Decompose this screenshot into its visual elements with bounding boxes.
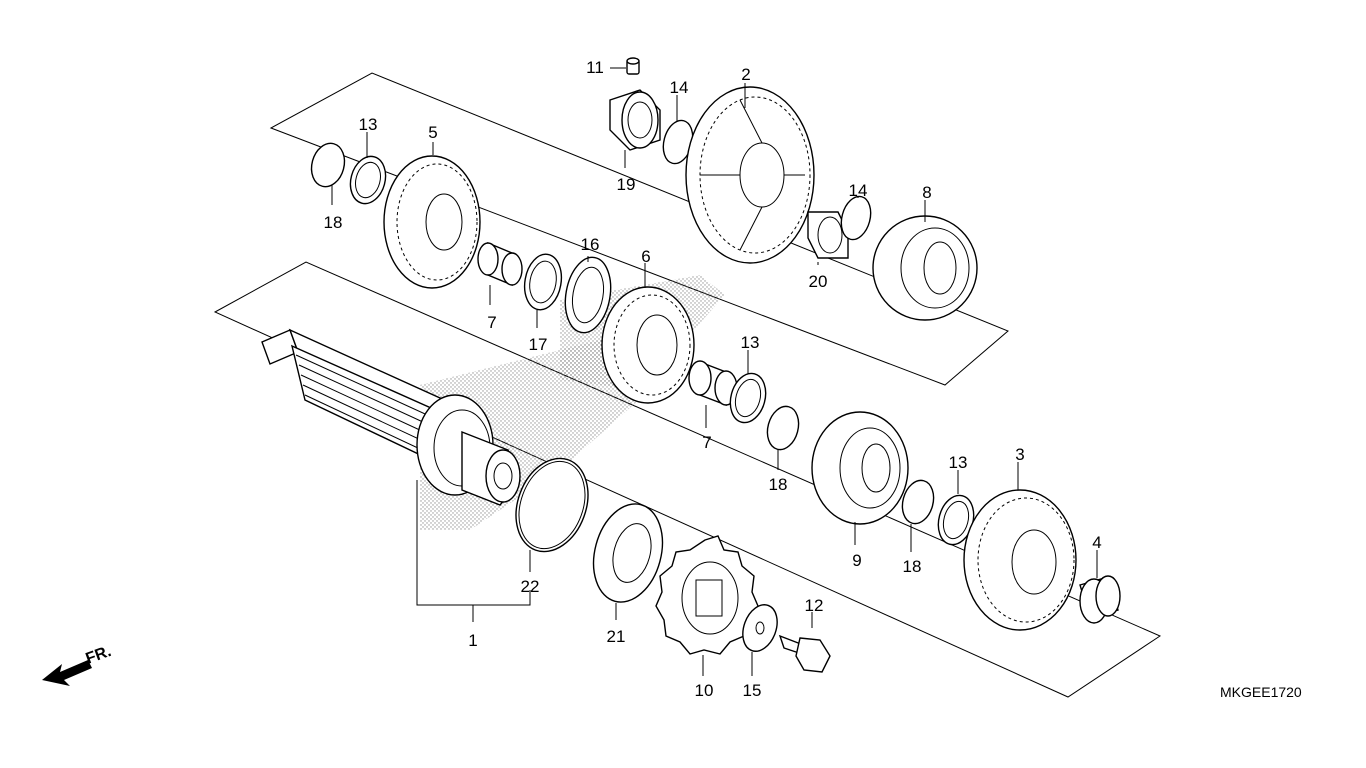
callout-11: 11 — [586, 58, 604, 77]
drive-sprocket — [655, 535, 759, 655]
callout-9: 9 — [852, 551, 861, 570]
lower-assembly-frame — [213, 261, 1162, 698]
o-ring — [515, 457, 589, 553]
callout-7-lower: 7 — [702, 433, 711, 452]
callout-20: 20 — [809, 272, 828, 291]
lock-washer — [523, 253, 563, 311]
callout-7-upper: 7 — [487, 313, 496, 332]
callout-13-upper: 13 — [359, 115, 378, 134]
splined-washer — [564, 256, 612, 334]
callout-13-lower: 13 — [949, 453, 968, 472]
leader-lines — [331, 67, 1098, 676]
left-arrow-icon — [42, 660, 92, 686]
bushing-4 — [1079, 575, 1121, 624]
callout-3: 3 — [1015, 445, 1024, 464]
diagram-code: MKGEE1720 — [1220, 684, 1302, 700]
callout-13-middle: 13 — [741, 333, 760, 352]
callout-15: 15 — [743, 681, 762, 700]
thrust-washer-lower — [840, 195, 872, 241]
callout-18-upper: 18 — [324, 213, 343, 232]
needle-bearing-lower — [807, 211, 849, 259]
callout-2: 2 — [741, 65, 750, 84]
gear-8 — [872, 215, 978, 321]
bushing-upper — [477, 241, 523, 287]
washer-lower — [937, 494, 975, 546]
circlip-middle — [766, 405, 800, 451]
gear-2 — [685, 86, 815, 264]
oil-seal — [592, 503, 664, 603]
mainshaft — [261, 328, 521, 506]
circlip-lower — [901, 479, 935, 525]
callout-12: 12 — [805, 596, 824, 615]
gear-9 — [811, 411, 909, 525]
gear-6 — [601, 286, 695, 404]
washer-upper — [349, 155, 387, 205]
dowel-pin — [626, 57, 640, 75]
front-direction-arrow: FR. — [42, 643, 114, 686]
callout-14-lower: 14 — [849, 181, 868, 200]
callout-10: 10 — [695, 681, 714, 700]
callout-8: 8 — [922, 183, 931, 202]
washer-middle — [729, 372, 767, 424]
callout-18-lower: 18 — [903, 557, 922, 576]
callouts: 1 2 3 4 5 6 7 7 8 9 10 11 12 13 13 13 14… — [324, 58, 1102, 700]
gear-5 — [383, 155, 481, 289]
callout-4: 4 — [1092, 533, 1101, 552]
sprocket-bolt — [778, 634, 831, 673]
needle-bearing-upper — [609, 89, 661, 151]
bushing-lower — [688, 360, 738, 407]
callout-17: 17 — [529, 335, 548, 354]
callout-19: 19 — [617, 175, 636, 194]
callout-22: 22 — [521, 577, 540, 596]
callout-21: 21 — [607, 627, 626, 646]
callout-6: 6 — [641, 247, 650, 266]
callout-16: 16 — [581, 235, 600, 254]
circlip-upper — [310, 142, 346, 188]
callout-18-middle: 18 — [769, 475, 788, 494]
callout-5: 5 — [428, 123, 437, 142]
callout-1: 1 — [468, 631, 477, 650]
callout-14-upper: 14 — [670, 78, 689, 97]
direction-label: FR. — [84, 643, 114, 668]
sprocket-washer — [742, 604, 778, 652]
gear-3 — [963, 489, 1077, 631]
